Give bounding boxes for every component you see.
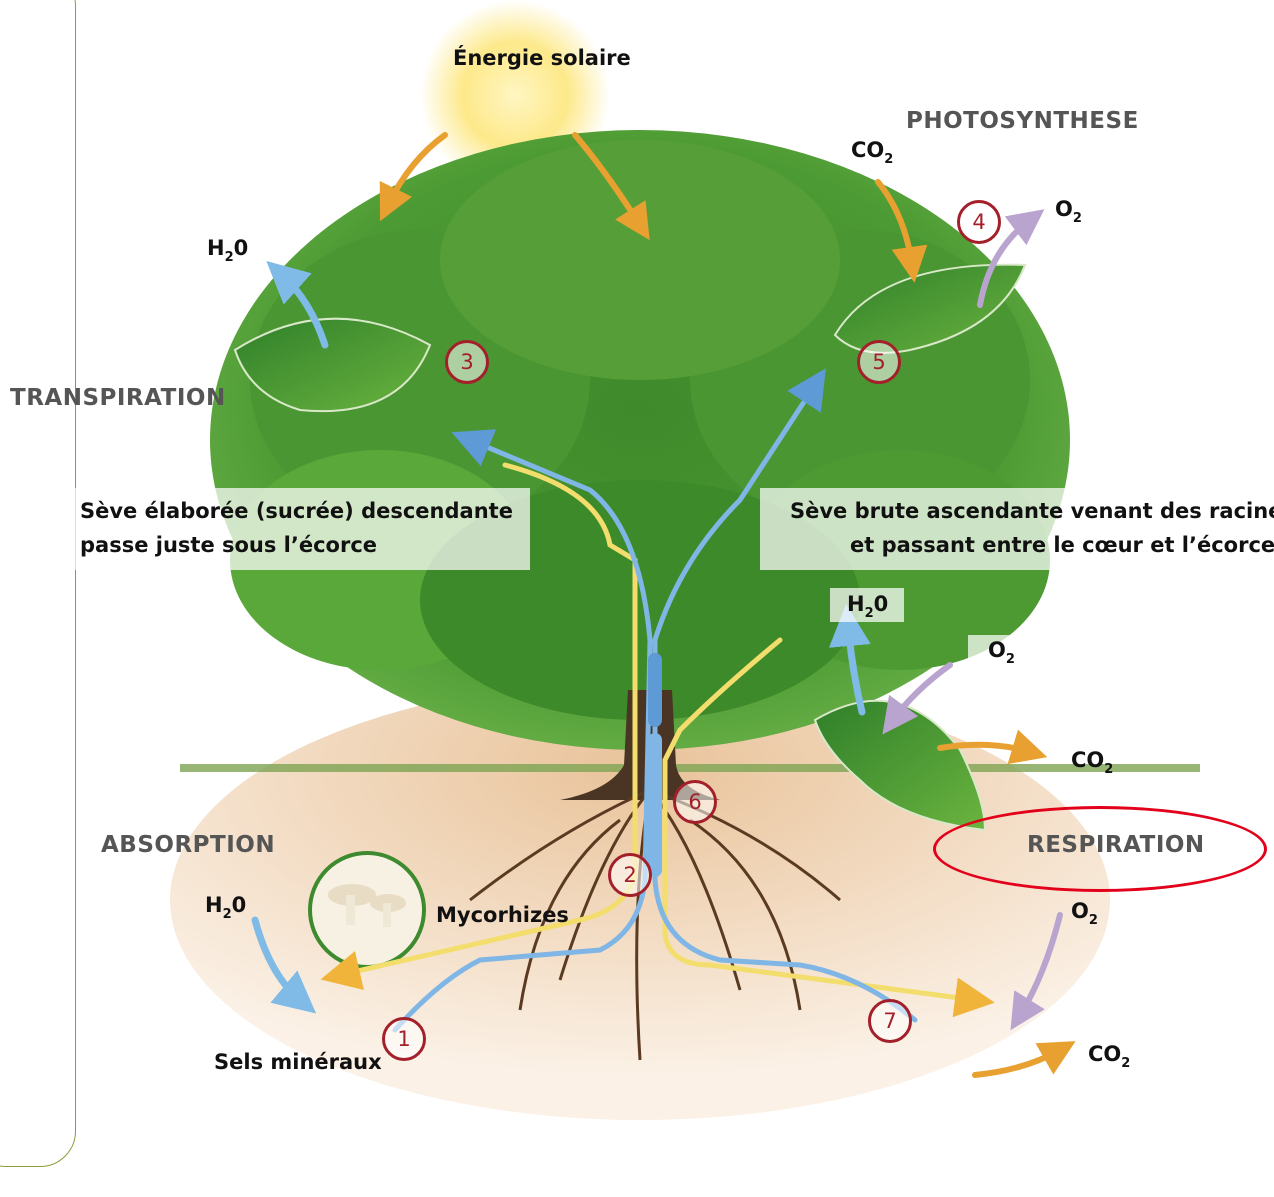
- energie-solaire-label: Énergie solaire: [453, 46, 631, 70]
- h2o-label-transpiration: H20: [207, 236, 248, 260]
- step-marker-2: 2: [608, 853, 652, 897]
- co2-label-photosynthese: CO2: [851, 138, 893, 162]
- h2o-label-respiration: H20: [847, 592, 888, 616]
- mycorhizes-circle: [310, 853, 424, 967]
- seve-brute-line2: et passant entre le cœur et l’écorce: [850, 533, 1274, 557]
- seve-brute-line1: Sève brute ascendante venant des racines: [790, 499, 1274, 523]
- o2-label-respiration: O2: [988, 638, 1015, 662]
- seve-elaboree-line1: Sève élaborée (sucrée) descendante: [80, 499, 513, 523]
- o2-label-photosynthese: O2: [1055, 197, 1082, 221]
- ground-line: [180, 764, 1200, 772]
- sels-mineraux-label: Sels minéraux: [214, 1050, 382, 1074]
- step-marker-7: 7: [868, 999, 912, 1043]
- step-marker-3: 3: [445, 340, 489, 384]
- step-marker-6: 6: [673, 780, 717, 824]
- respiration-label: RESPIRATION: [1027, 832, 1205, 858]
- step-marker-5: 5: [857, 340, 901, 384]
- co2-label-soil: CO2: [1088, 1042, 1130, 1066]
- step-marker-4: 4: [957, 200, 1001, 244]
- mycorhizes-label: Mycorhizes: [436, 903, 569, 927]
- photosynthese-label: PHOTOSYNTHESE: [906, 108, 1139, 134]
- seve-elaboree-line2: passe juste sous l’écorce: [80, 533, 377, 557]
- h2o-label-absorption: H20: [205, 893, 246, 917]
- co2-label-respiration: CO2: [1071, 748, 1113, 772]
- transpiration-label: TRANSPIRATION: [10, 385, 226, 411]
- o2-label-soil: O2: [1071, 899, 1098, 923]
- step-marker-1: 1: [382, 1017, 426, 1061]
- absorption-label: ABSORPTION: [101, 832, 275, 858]
